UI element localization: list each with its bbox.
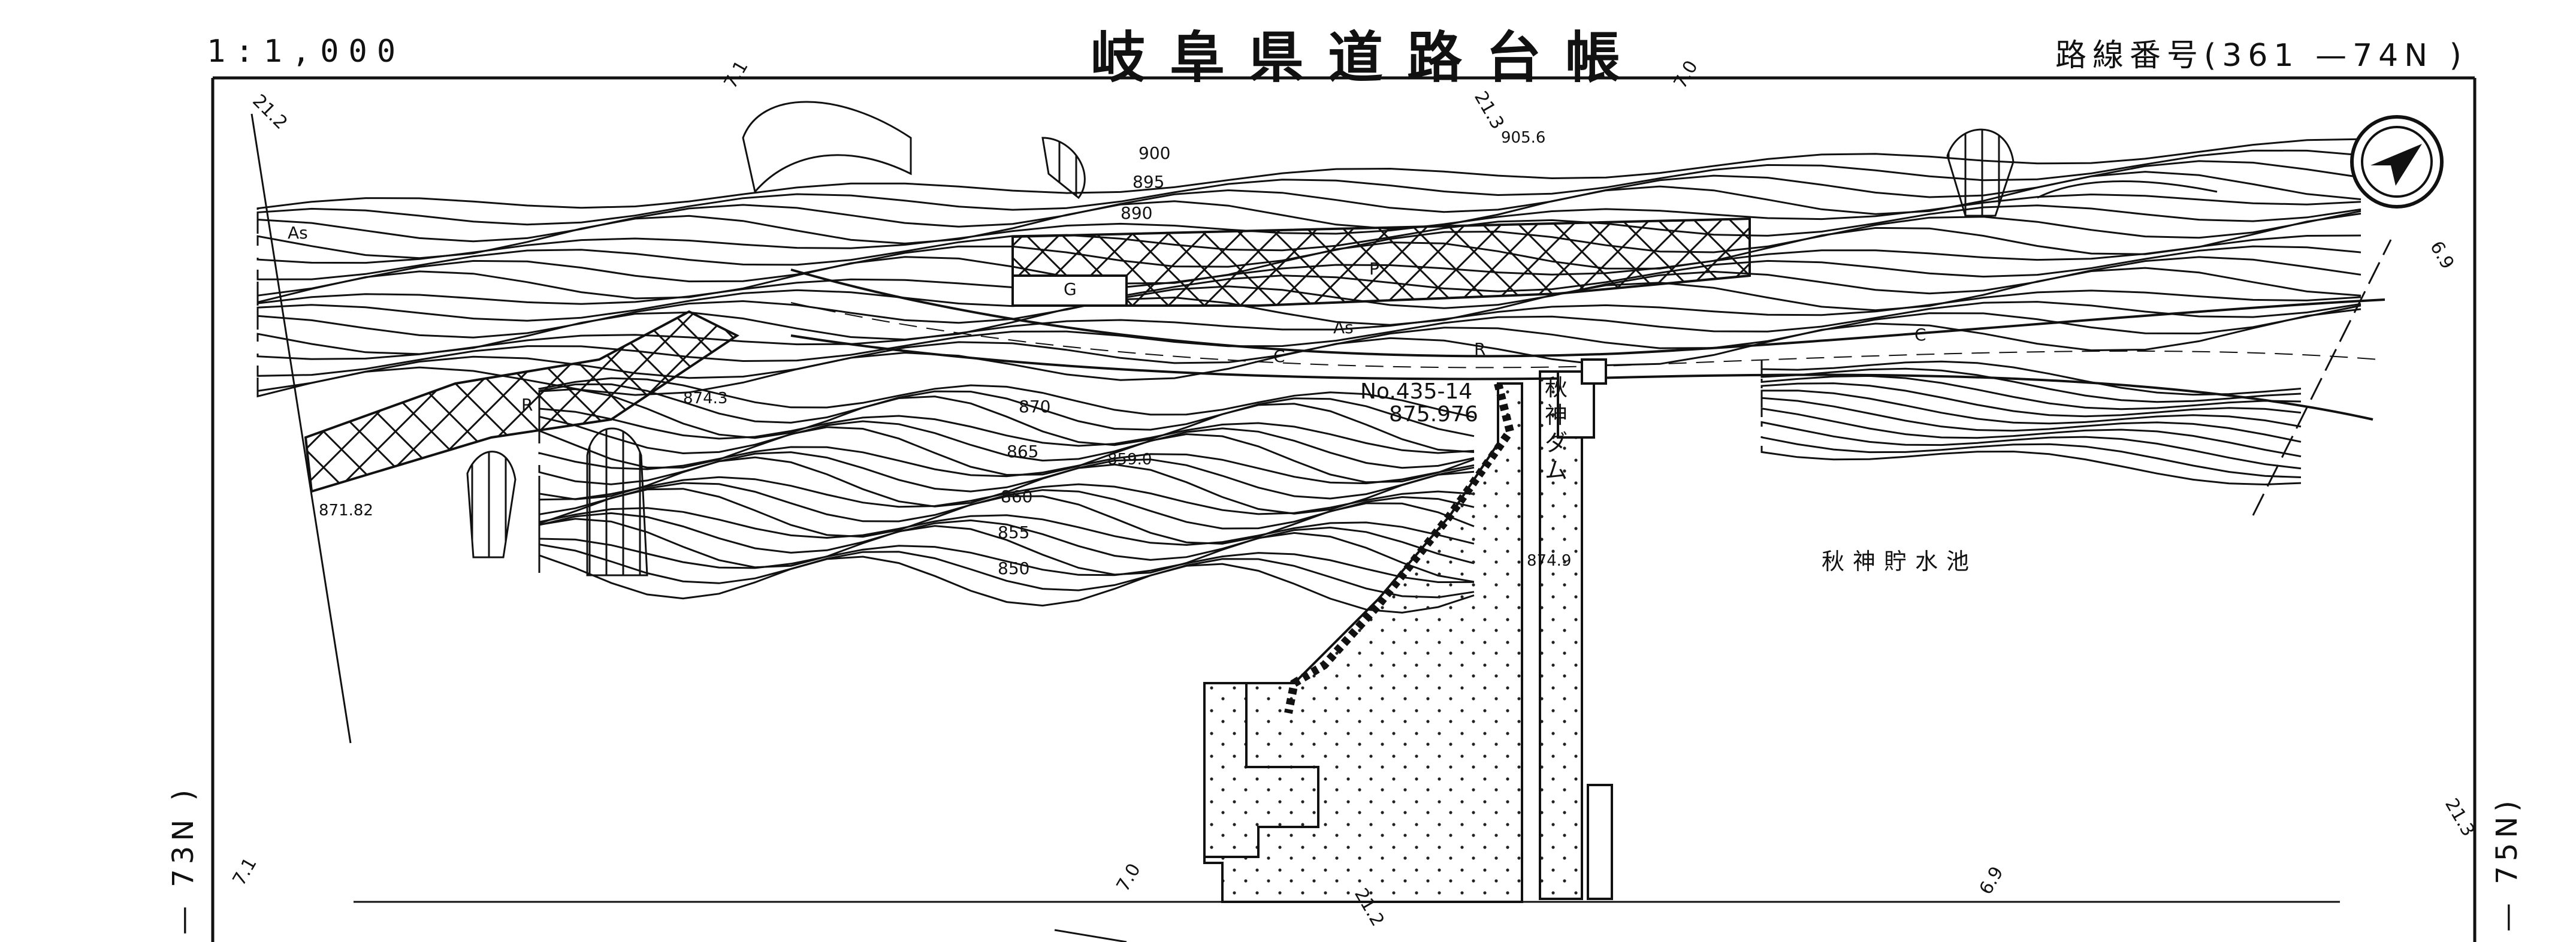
- contour-line: [538, 446, 1475, 485]
- station-label: No.435-14: [1360, 379, 1472, 404]
- contour-line: [1760, 382, 2302, 418]
- reservoir-name: 秋神貯水池: [1822, 548, 1977, 575]
- contour-line: [538, 488, 1475, 545]
- left-revetment: [304, 310, 739, 493]
- contour-line: [1760, 360, 2302, 396]
- spillway-channel: [1284, 382, 1515, 714]
- edge-value-label: 7.0: [1670, 57, 1702, 92]
- surface-label: R: [1474, 339, 1485, 359]
- contour-line: [1760, 375, 2302, 410]
- elevation-label: 859.0: [1107, 451, 1152, 469]
- contour-line: [538, 476, 1475, 515]
- surface-label: G: [1064, 279, 1077, 299]
- contour-line: [1760, 421, 2302, 470]
- sheet-frame: [211, 76, 2477, 942]
- route-number: 路線番号(361 —74N ): [2055, 38, 2468, 74]
- edge-value-label: 7.1: [720, 57, 753, 92]
- contour-line: [256, 149, 2361, 226]
- elevation-label: 874.9: [1527, 552, 1571, 570]
- dam-structure: [1539, 358, 1613, 900]
- contour-line: [1760, 407, 2302, 458]
- elevation-label: 874.3: [683, 390, 727, 407]
- surface-label: As: [1333, 318, 1354, 337]
- contour-label: 900: [1138, 143, 1170, 163]
- surface-label: P: [1369, 259, 1379, 279]
- contour-line: [256, 289, 2361, 360]
- contour-line: [1760, 397, 2302, 443]
- surface-label: R: [521, 395, 533, 415]
- contour-line: [538, 407, 1475, 454]
- left-sheet-ref: — 73N ): [167, 785, 200, 935]
- boundary-lines: [250, 113, 2392, 744]
- station-elevation: 875.976: [1389, 402, 1478, 427]
- contour-line: [256, 267, 2361, 355]
- road: [790, 268, 2385, 421]
- edge-value-label: 7.1: [229, 854, 261, 889]
- edge-value-label: 6.9: [2426, 238, 2458, 273]
- contour-line: [538, 415, 1475, 469]
- dam-name: 秋神ダム: [1545, 375, 1568, 484]
- contour-line: [538, 538, 1475, 584]
- contour-line: [1760, 436, 2302, 478]
- north-arrow-icon: [2350, 115, 2444, 209]
- contour-line: [538, 383, 1475, 437]
- contour-line: [538, 518, 1475, 583]
- contour-line: [538, 543, 1475, 599]
- right-sheet-ref: — 75N): [2490, 796, 2524, 932]
- spillway-steps: [1204, 682, 1319, 858]
- elevation-label: 871.82: [319, 502, 373, 520]
- contour-label: 860: [1001, 487, 1032, 506]
- contour-line: [1760, 446, 2302, 486]
- scale-label: 1:1,000: [207, 34, 406, 70]
- contour-line: [538, 554, 1475, 614]
- contour-label: 890: [1121, 203, 1152, 223]
- edge-value-label: 7.0: [1113, 860, 1145, 895]
- edge-value-label: 21.2: [248, 90, 291, 134]
- edge-value-label: 6.9: [1976, 863, 2008, 898]
- edge-value-label: 21.3: [1470, 88, 1508, 133]
- contour-line: [538, 512, 1475, 564]
- contour-line: [1760, 367, 2302, 403]
- surface-label: C: [1273, 346, 1285, 366]
- contour-label: 850: [998, 558, 1029, 578]
- elevation-label: 905.6: [1501, 129, 1545, 147]
- surface-label: C: [1914, 325, 1926, 345]
- sheet-edge-curve: [1054, 929, 1127, 942]
- surface-label: As: [288, 223, 308, 243]
- gravel-area: [1011, 274, 1128, 307]
- edge-value-label: 21.3: [2441, 795, 2479, 840]
- contour-line: [538, 451, 1475, 500]
- contour-label: 865: [1007, 442, 1038, 461]
- contour-label: 870: [1019, 397, 1050, 416]
- contour-label: 855: [998, 523, 1029, 542]
- contour-line: [538, 388, 1475, 453]
- cliff-symbols: [466, 101, 2218, 576]
- contour-line: [256, 301, 2361, 377]
- contour-line: [1760, 390, 2302, 428]
- contour-line: [256, 138, 2361, 210]
- contour-label: 895: [1133, 172, 1164, 192]
- contour-line: [538, 507, 1475, 546]
